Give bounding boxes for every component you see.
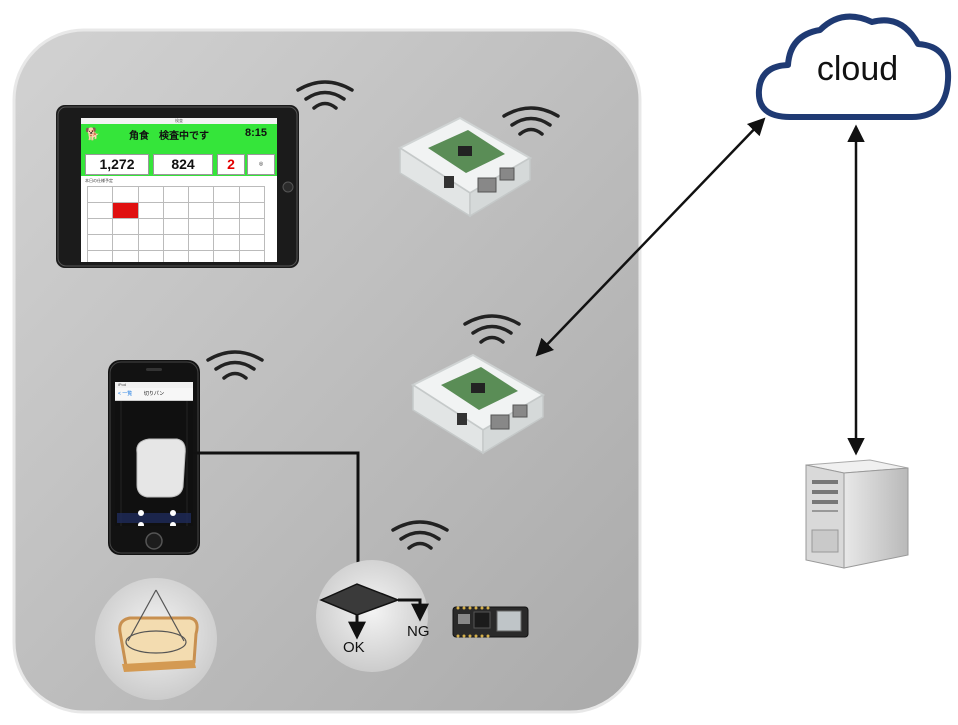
table-row (86, 234, 266, 251)
cloud-icon (755, 13, 952, 120)
decision-circle (316, 560, 428, 672)
schedule-table (86, 186, 266, 262)
wifi-icon (206, 350, 264, 380)
phone-screen: iPod < 一覧 切りパン (115, 382, 193, 526)
wifi-icon (463, 314, 521, 344)
tablet-screen: 検査 🐕 角食 検査中です 8:15 1,272 824 2 ◎ 本日の仕様予定 (81, 118, 277, 262)
raspberry-pi-icon (397, 116, 532, 218)
phone-nav-bar: < 一覧 切りパン (115, 388, 193, 401)
phone-status-bar: iPod (115, 382, 193, 388)
ng-count: 2 (217, 154, 245, 175)
total-count: 1,272 (85, 154, 149, 175)
pi-cloud-link (535, 117, 766, 357)
table-row (86, 186, 266, 203)
raspberry-pi-icon (410, 353, 545, 455)
ng-arrow (398, 598, 429, 622)
dog-logo-icon: 🐕 (85, 127, 100, 141)
tablet-time: 8:15 (244, 127, 267, 139)
phone-camera-view (115, 401, 193, 526)
ok-label: OK (343, 639, 365, 656)
wifi-icon (391, 520, 449, 550)
microcontroller-icon (452, 606, 529, 638)
server-icon (805, 459, 909, 569)
wifi-icon (296, 80, 354, 110)
table-row (86, 250, 266, 262)
tablet-button[interactable]: ◎ (247, 154, 275, 175)
phone-title: 切りパン (143, 391, 165, 397)
schedule-title: 本日の仕様予定 (85, 178, 113, 183)
ok-count: 824 (153, 154, 213, 175)
table-row (86, 202, 266, 219)
signal-line (193, 451, 360, 590)
table-row (86, 218, 266, 235)
ng-label: NG (407, 623, 430, 640)
cloud-label: cloud (816, 50, 899, 88)
tablet-status-bar: 検査 (81, 118, 277, 124)
bread-icon (95, 578, 217, 700)
tablet-title: 角食 検査中です (129, 131, 209, 142)
phone-back-button[interactable]: < 一覧 (118, 391, 133, 397)
tablet-header: 🐕 角食 検査中です 8:15 1,272 824 2 ◎ (81, 124, 277, 176)
